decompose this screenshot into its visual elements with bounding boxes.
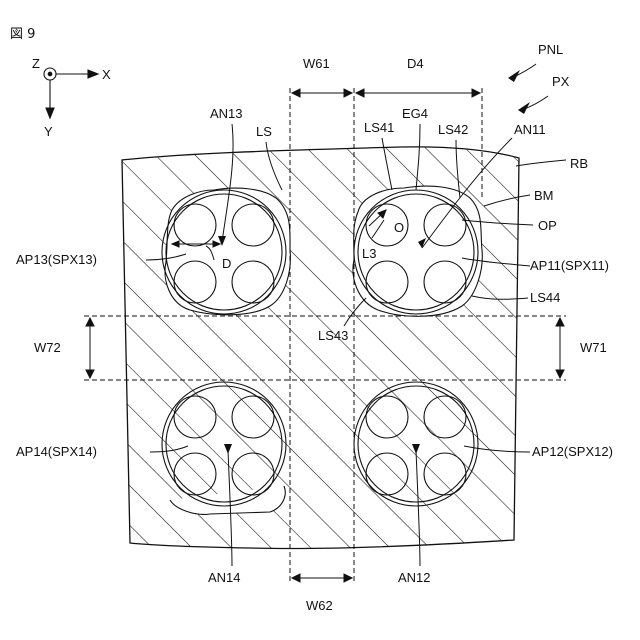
bm-label: BM <box>534 188 554 203</box>
ls44-label: LS44 <box>530 290 560 305</box>
w72-label: W72 <box>34 340 61 355</box>
an12-label: AN12 <box>398 570 431 585</box>
o-label: O <box>394 220 404 235</box>
pixel-ap13 <box>162 188 290 315</box>
ap14-label: AP14(SPX14) <box>16 444 97 459</box>
an13-label: AN13 <box>210 106 243 121</box>
ls-label: LS <box>256 124 272 139</box>
pnl-px-arrows <box>512 64 548 110</box>
w62-label: W62 <box>306 598 333 613</box>
d4-label: D4 <box>407 56 424 71</box>
axis-glyph <box>44 68 98 118</box>
rb-label: RB <box>570 156 588 171</box>
ap13-label: AP13(SPX13) <box>16 252 97 267</box>
ls42-label: LS42 <box>438 122 468 137</box>
l3-label: L3 <box>362 246 376 261</box>
ls43-label: LS43 <box>318 328 348 343</box>
an11-label: AN11 <box>514 122 546 137</box>
w61-label: W61 <box>303 56 330 71</box>
px-label: PX <box>552 74 570 89</box>
figure-label: 図 9 <box>10 27 35 42</box>
axis-x-label: X <box>102 67 111 82</box>
ls41-label: LS41 <box>364 120 394 135</box>
axis-y-label: Y <box>44 124 53 139</box>
ap12-label: AP12(SPX12) <box>532 444 613 459</box>
pnl-label: PNL <box>538 42 563 57</box>
eg4-label: EG4 <box>402 106 428 121</box>
w71-label: W71 <box>580 340 607 355</box>
ap11-label: AP11(SPX11) <box>530 258 609 273</box>
op-label: OP <box>538 218 557 233</box>
an14-label: AN14 <box>208 570 241 585</box>
axis-z-label: Z <box>32 56 40 71</box>
d-label: D <box>222 256 231 271</box>
